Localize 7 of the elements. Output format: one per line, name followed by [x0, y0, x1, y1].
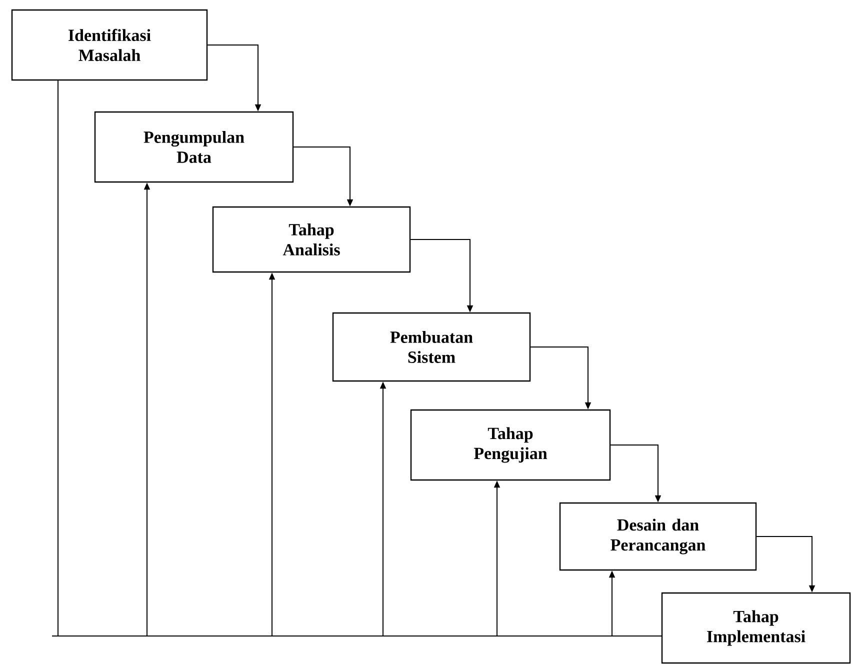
process-box: Pembuatan Sistem: [332, 312, 531, 382]
process-box: Tahap Implementasi: [661, 592, 851, 664]
process-box: Tahap Pengujian: [410, 409, 611, 481]
process-box: Tahap Analisis: [212, 206, 411, 273]
process-box: Identifikasi Masalah: [11, 9, 208, 81]
process-box: Desain dan Perancangan: [559, 502, 757, 571]
process-box: Pengumpulan Data: [94, 111, 294, 183]
